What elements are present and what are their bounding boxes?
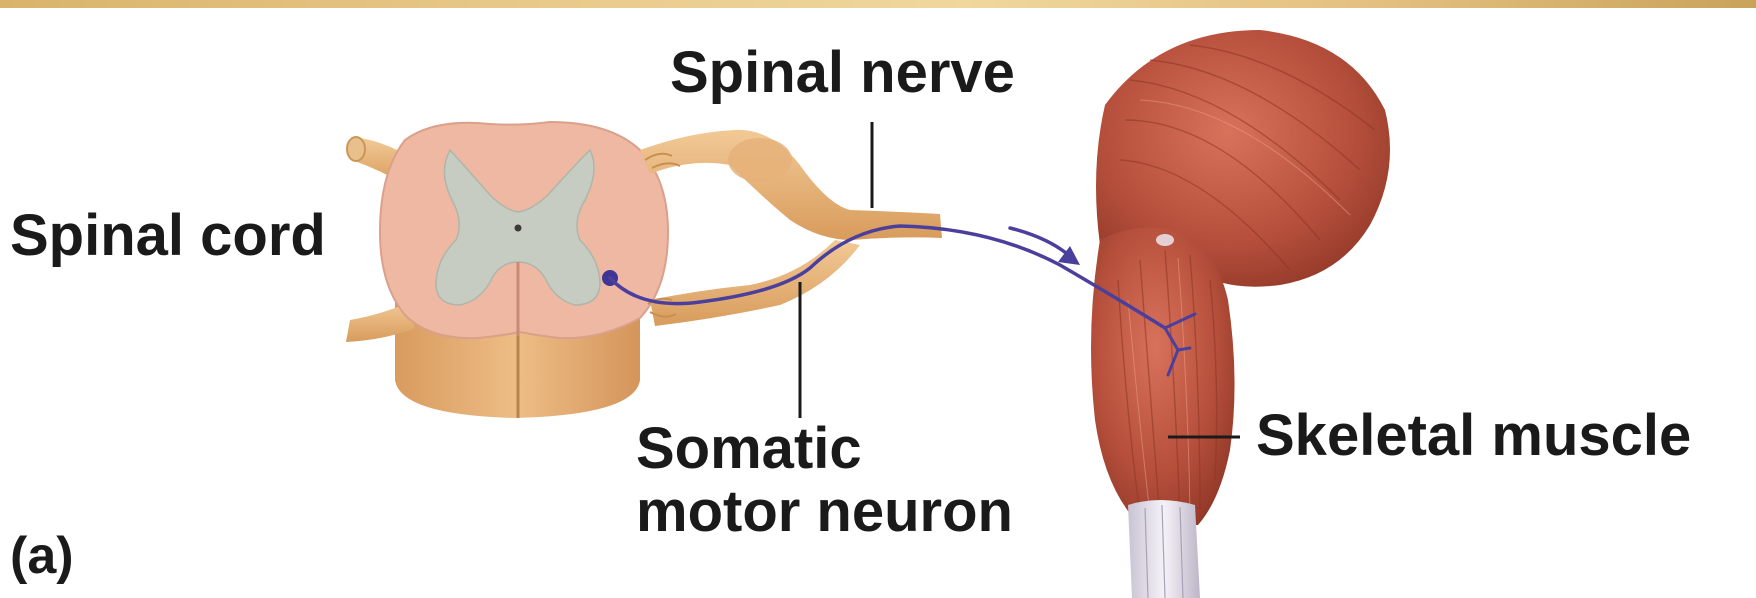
label-somatic-motor-neuron-line1: Somatic — [636, 418, 1013, 481]
label-spinal-cord: Spinal cord — [10, 205, 326, 268]
dorsal-root-right — [640, 130, 942, 240]
panel-letter: (a) — [10, 528, 74, 584]
impulse-direction-arrow — [1010, 228, 1072, 258]
label-spinal-nerve: Spinal nerve — [670, 42, 1015, 105]
central-canal — [515, 225, 522, 232]
label-skeletal-muscle: Skeletal muscle — [1256, 405, 1691, 468]
muscle-lower-belly — [1091, 228, 1235, 526]
spinal-cord — [346, 122, 668, 418]
label-somatic-motor-neuron: Somatic motor neuron — [636, 418, 1013, 543]
skeletal-muscle — [1091, 30, 1390, 598]
label-somatic-motor-neuron-line2: motor neuron — [636, 481, 1013, 544]
